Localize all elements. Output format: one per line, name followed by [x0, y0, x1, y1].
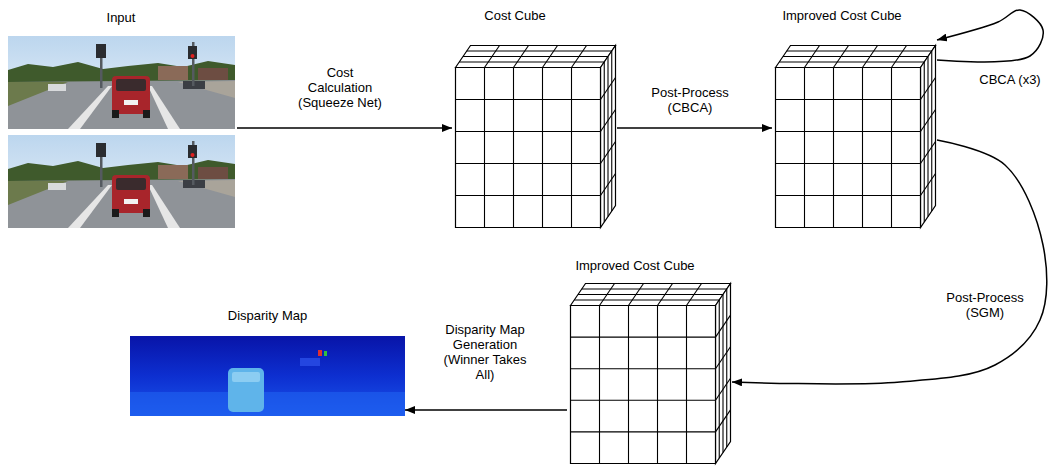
- cube-grid-line: [776, 131, 921, 132]
- cube-grid-line: [542, 68, 543, 228]
- cube-face: [601, 46, 616, 228]
- cube-grid-line: [467, 50, 612, 51]
- cube-grid-line: [833, 68, 834, 228]
- cube-face: [571, 284, 731, 306]
- cube-grid-line: [571, 68, 572, 228]
- cube-grid-line: [776, 99, 921, 100]
- node-heading: Disparity Map: [130, 308, 405, 323]
- cube-grid-line: [571, 400, 716, 401]
- cube-grid-line: [578, 294, 723, 295]
- edge-label: CBCA (x3): [970, 72, 1050, 87]
- cube-grid-line: [779, 61, 924, 62]
- cube-grid-line: [931, 51, 932, 211]
- cost-cube: Cost Cube: [452, 8, 617, 230]
- stereo-right-photo: [8, 135, 235, 228]
- cube-grid: [455, 45, 617, 229]
- cost-cube: Improved Cost Cube: [567, 258, 732, 468]
- cube-grid-line: [924, 62, 925, 222]
- cube-grid-line: [513, 68, 514, 228]
- flow-arrow: [937, 10, 1043, 62]
- flow-arrow: [405, 409, 567, 411]
- cube-grid-line: [628, 306, 629, 464]
- edge-label: Post-Process (SGM): [939, 290, 1031, 320]
- edge-label: Post-Process (CBCA): [644, 85, 736, 115]
- cube-grid-line: [722, 295, 723, 453]
- cube-grid-line: [776, 163, 921, 164]
- cube-grid-line: [456, 99, 601, 100]
- cube-grid-line: [604, 62, 605, 222]
- cube-grid-line: [776, 195, 921, 196]
- cube-face: [716, 284, 731, 464]
- cube-face: [456, 46, 616, 68]
- illustration-part: [318, 350, 322, 356]
- node-heading: Improved Cost Cube: [567, 258, 703, 273]
- cube-grid-line: [599, 306, 600, 464]
- cube-grid-line: [459, 61, 604, 62]
- cube-grid-line: [571, 337, 716, 338]
- image-panel: Disparity Map: [130, 308, 405, 416]
- cost-cube: Improved Cost Cube: [772, 8, 937, 230]
- flow-arrow: [617, 127, 772, 129]
- node-heading: Input: [5, 10, 237, 25]
- cube-grid-line: [891, 68, 892, 228]
- cube-grid-line: [657, 306, 658, 464]
- cube-grid-line: [456, 131, 601, 132]
- illustration-part: [324, 351, 327, 356]
- cube-face: [571, 306, 716, 464]
- cube-grid-line: [719, 300, 720, 458]
- node-heading: Cost Cube: [452, 8, 578, 23]
- cube-grid-line: [783, 56, 928, 57]
- cube-grid-line: [582, 288, 727, 289]
- cube-grid: [570, 283, 732, 465]
- cube-face: [921, 46, 936, 228]
- cube-grid-line: [804, 68, 805, 228]
- edge-label: Disparity Map Generation (Winner Takes A…: [439, 322, 531, 382]
- cube-grid-line: [571, 368, 716, 369]
- cube-grid-line: [611, 51, 612, 211]
- illustration-part: [130, 336, 405, 416]
- cube-grid-line: [456, 195, 601, 196]
- cube-face: [776, 68, 921, 228]
- cube-face: [456, 68, 601, 228]
- node-heading: Improved Cost Cube: [772, 8, 912, 23]
- stereo-left-photo: [8, 36, 235, 129]
- cube-grid-line: [787, 50, 932, 51]
- illustration-part: [300, 358, 320, 366]
- cube-grid-line: [571, 431, 716, 432]
- cube-grid: [775, 45, 937, 229]
- cube-grid-line: [484, 68, 485, 228]
- cube-grid-line: [726, 289, 727, 447]
- illustration-part: [232, 372, 260, 382]
- cube-grid-line: [463, 56, 608, 57]
- disparity-image: [130, 336, 405, 416]
- cube-grid-line: [456, 163, 601, 164]
- flow-arrow: [237, 127, 452, 129]
- cube-grid-line: [927, 57, 928, 217]
- cube-face: [776, 46, 936, 68]
- image-panel: Input: [5, 10, 237, 230]
- illustration-part: [130, 392, 405, 416]
- illustration-part: [228, 368, 264, 412]
- edge-label: Cost Calculation (Squeeze Net): [294, 65, 386, 110]
- cube-grid-line: [574, 299, 719, 300]
- cube-grid-line: [607, 57, 608, 217]
- cube-grid-line: [862, 68, 863, 228]
- cube-grid-line: [686, 306, 687, 464]
